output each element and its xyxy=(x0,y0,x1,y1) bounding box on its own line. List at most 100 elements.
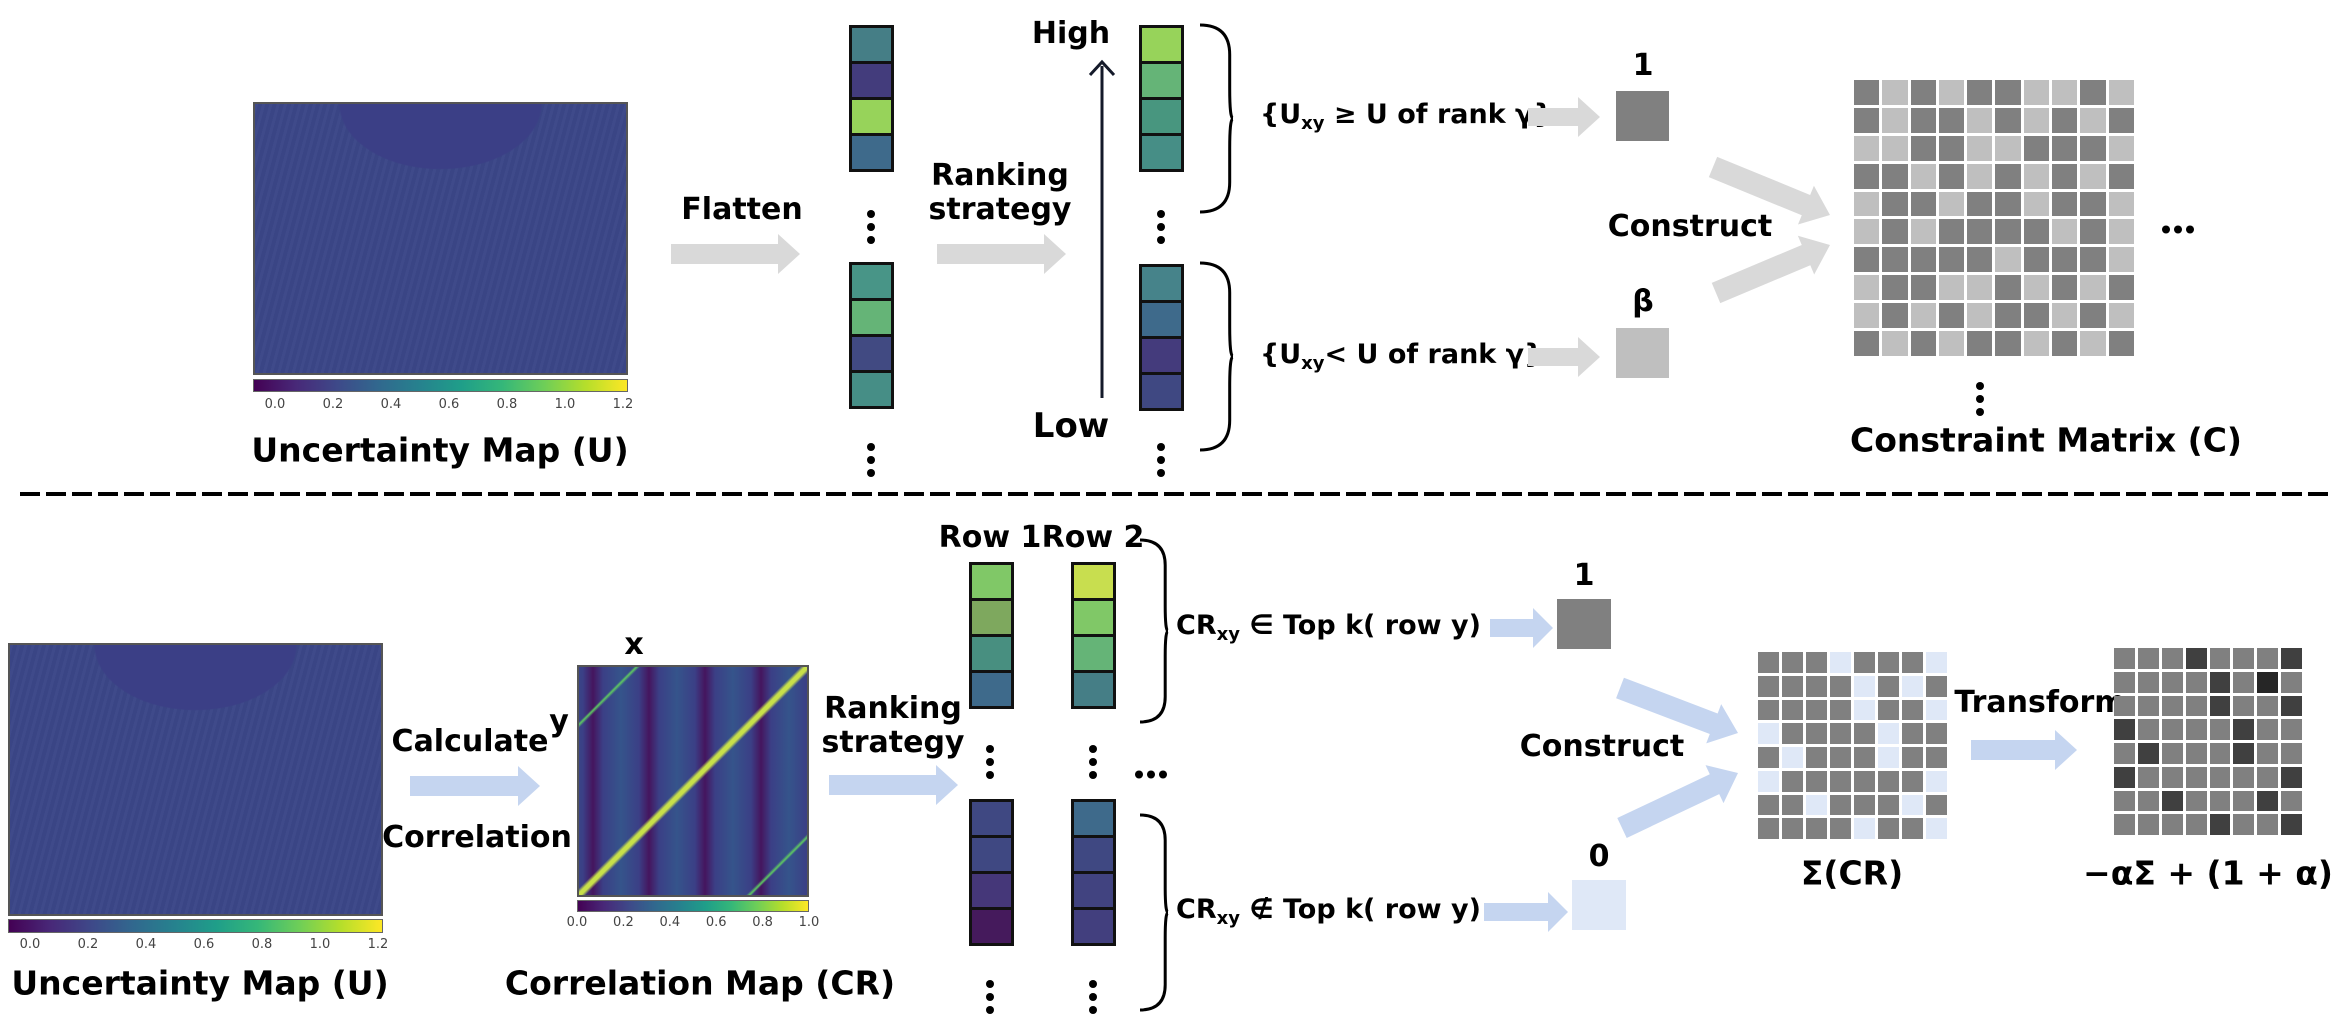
condition-subscript: xy xyxy=(1216,908,1240,929)
matrix-cell xyxy=(2233,814,2255,835)
condition-not-in-topk: CRxy ∉ Top k( row y) xyxy=(1176,896,1481,928)
value-one-label-bottom: 1 xyxy=(1573,558,1595,593)
matrix-cell xyxy=(1830,770,1851,792)
ranking-arrow-icon xyxy=(937,234,1066,274)
matrix-cell xyxy=(1938,303,1965,329)
matrix-cell xyxy=(2114,719,2135,740)
column-cell xyxy=(1071,670,1116,709)
not-in-topk-arrow-icon xyxy=(1484,892,1568,932)
matrix-cell xyxy=(2052,135,2078,161)
matrix-cell xyxy=(1938,135,1965,161)
correlation-map-title: Correlation Map (CR) xyxy=(504,963,896,1003)
matrix-cell xyxy=(1926,652,1947,673)
matrix-cell xyxy=(1854,303,1880,329)
matrix-cell xyxy=(1806,723,1827,744)
column-cell xyxy=(1139,25,1184,64)
matrix-cell xyxy=(2185,743,2207,764)
matrix-cell xyxy=(1910,135,1936,161)
uncertainty-colorbar-bottom xyxy=(8,919,383,933)
matrix-cell xyxy=(2161,790,2183,812)
matrix-cell xyxy=(2108,247,2134,273)
condition-suffix: < U of rank γ} xyxy=(1324,339,1544,370)
colorbar-tick-label: 0.0 xyxy=(264,397,286,412)
matrix-cell xyxy=(2114,766,2135,788)
matrix-cell xyxy=(1938,163,1965,189)
correlation-colorbar xyxy=(577,900,809,912)
matrix-cell xyxy=(2114,648,2135,669)
value-one-label-top: 1 xyxy=(1632,48,1654,83)
column-cell xyxy=(849,334,894,373)
vertical-ellipsis-icon xyxy=(1088,980,1098,1019)
transformed-matrix-title: −αΣ + (1 + α) xyxy=(2083,853,2332,893)
colorbar-tick-label: 0.0 xyxy=(19,937,41,952)
transform-arrow-icon xyxy=(1971,730,2077,770)
matrix-cell xyxy=(1758,675,1779,697)
matrix-cell xyxy=(2080,191,2106,217)
matrix-cell xyxy=(1830,794,1851,816)
matrix-cell xyxy=(1938,219,1965,245)
matrix-cell xyxy=(1830,723,1851,744)
brace-topk-group-icon xyxy=(1139,538,1169,724)
matrix-cell xyxy=(2052,191,2078,217)
matrix-cell xyxy=(2023,80,2050,105)
matrix-cell xyxy=(2114,695,2135,717)
matrix-cell xyxy=(1854,191,1880,217)
matrix-cell xyxy=(1854,80,1880,105)
matrix-cell xyxy=(1782,652,1803,673)
matrix-cell xyxy=(2209,766,2231,788)
matrix-cell xyxy=(1854,818,1875,839)
matrix-cell xyxy=(1782,770,1803,792)
matrix-cell xyxy=(1910,80,1936,105)
matrix-cell xyxy=(2108,275,2134,301)
matrix-cell xyxy=(1910,303,1936,329)
condition-prefix: CR xyxy=(1176,610,1217,641)
matrix-cell xyxy=(2137,671,2159,693)
matrix-cell xyxy=(1830,818,1851,839)
matrix-cell xyxy=(2080,219,2106,245)
colorbar-tick-label: 1.2 xyxy=(367,937,389,952)
column-cell xyxy=(1139,97,1184,136)
matrix-cell xyxy=(2108,219,2134,245)
matrix-cell xyxy=(2023,163,2050,189)
matrix-cell xyxy=(2023,107,2050,133)
vertical-ellipsis-icon xyxy=(1975,382,1985,421)
matrix-cell xyxy=(1854,107,1880,133)
row1-column-lower xyxy=(969,799,1014,946)
vertical-ellipsis-icon xyxy=(1088,745,1098,784)
row1-column-upper xyxy=(969,562,1014,709)
ranked-column-lower xyxy=(1139,264,1184,411)
matrix-cell xyxy=(1878,818,1899,839)
matrix-cell xyxy=(1878,747,1899,768)
matrix-cell xyxy=(2257,719,2279,740)
matrix-cell xyxy=(1854,247,1880,273)
vertical-ellipsis-icon xyxy=(866,210,876,249)
matrix-cell xyxy=(1878,770,1899,792)
matrix-cell xyxy=(1926,699,1947,721)
condition-subscript: xy xyxy=(1301,113,1325,134)
condition-suffix: ∉ Top k( row y) xyxy=(1239,894,1481,925)
matrix-cell xyxy=(1830,747,1851,768)
correlation-label: Correlation xyxy=(382,820,572,855)
matrix-cell xyxy=(2233,743,2255,764)
row2-column-upper xyxy=(1071,562,1116,709)
matrix-cell xyxy=(2185,719,2207,740)
column-cell xyxy=(849,262,894,301)
construct-label-bottom: Construct xyxy=(1519,729,1685,764)
construct-arrow-upper-icon xyxy=(1708,156,1830,225)
matrix-cell xyxy=(2052,107,2078,133)
matrix-cell xyxy=(2185,766,2207,788)
matrix-cell xyxy=(2052,303,2078,329)
matrix-cell xyxy=(2023,219,2050,245)
matrix-cell xyxy=(2137,719,2159,740)
ranking-strategy-label-line1-bottom: Ranking xyxy=(824,691,962,726)
matrix-cell xyxy=(2114,790,2135,812)
matrix-cell xyxy=(1902,723,1923,744)
value-one-square-top xyxy=(1616,91,1669,141)
matrix-cell xyxy=(2209,743,2231,764)
high-condition-arrow-icon xyxy=(1528,97,1600,137)
matrix-cell xyxy=(2023,247,2050,273)
condition-prefix: {U xyxy=(1260,339,1302,370)
vertical-ellipsis-icon xyxy=(1156,210,1166,249)
matrix-cell xyxy=(2281,719,2302,740)
